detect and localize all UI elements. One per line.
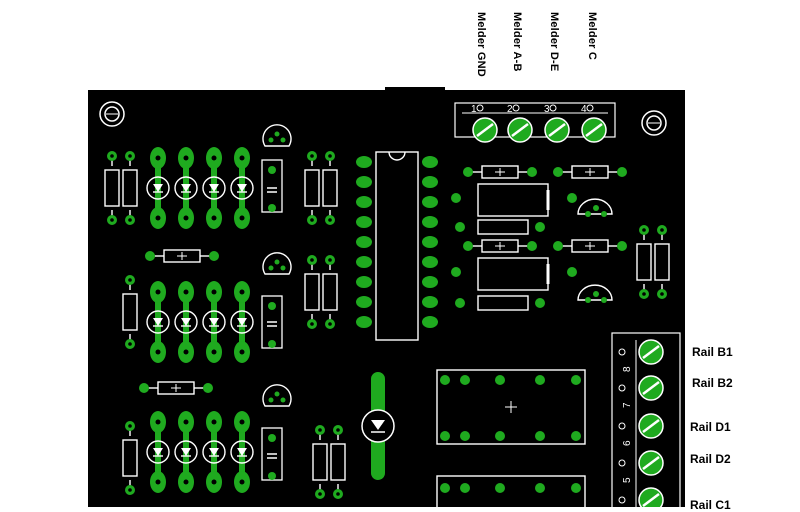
left-group-2 [122,249,338,363]
top-pin-1: 1 [471,104,477,115]
relay-2 [436,475,586,507]
left-group-3 [122,372,395,500]
right-terminal-block [618,338,665,507]
label-melder-d-e: Melder D-E [548,12,560,72]
right-pin-6: 6 [622,440,633,446]
top-pin-4: 4 [581,104,587,115]
mounting-hole-left [99,101,125,127]
relay-1 [436,369,586,445]
left-group-1 [104,124,338,229]
right-top-components [451,165,670,311]
right-pin-8: 8 [622,366,633,372]
label-melder-gnd: Melder GND [475,12,487,77]
label-melder-a-b: Melder A-B [511,12,523,72]
top-pin-3: 3 [544,104,550,115]
label-rail-b2: Rail B2 [692,376,733,390]
right-pin-5: 5 [622,477,633,483]
mounting-hole-right [641,110,667,136]
top-terminal-block [462,104,608,144]
right-pin-7: 7 [622,402,633,408]
label-rail-b1: Rail B1 [692,345,733,359]
ic-chip [356,151,438,341]
label-rail-d1: Rail D1 [690,420,731,434]
label-melder-c: Melder C [586,12,598,61]
top-pin-2: 2 [507,104,513,115]
label-rail-d2: Rail D2 [690,452,731,466]
